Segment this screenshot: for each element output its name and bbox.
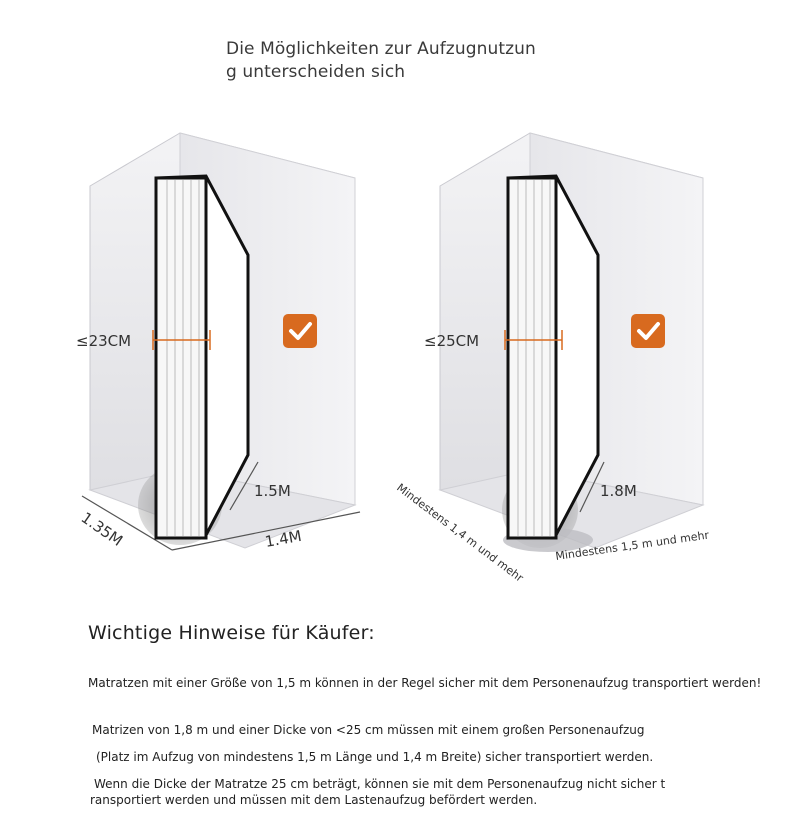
right-mattress xyxy=(506,174,600,540)
page-title: Die Möglichkeiten zur Aufzugnutzun g unt… xyxy=(226,38,546,84)
title-line-1: Die Möglichkeiten zur Aufzugnutzun xyxy=(226,39,536,59)
left-thickness-marker xyxy=(152,330,211,350)
left-depth-label: 1.35M xyxy=(78,509,126,550)
right-check-badge xyxy=(631,314,665,348)
note-line-4a: Wenn die Dicke der Matratze 25 cm beträg… xyxy=(94,777,666,791)
note-line-4b: ransportiert werden und müssen mit dem L… xyxy=(90,793,538,807)
left-mattress xyxy=(154,174,250,540)
right-thickness-label: ≤25CM xyxy=(424,332,479,350)
left-elevator: ≤23CM 1.5M 1.4M 1.35M xyxy=(76,132,361,551)
left-check-badge xyxy=(283,314,317,348)
note-line-3: (Platz im Aufzug von mindestens 1,5 m Lä… xyxy=(96,750,654,764)
notes-heading: Wichtige Hinweise für Käufer: xyxy=(88,622,375,644)
left-height-label: 1.5M xyxy=(254,482,291,500)
check-icon xyxy=(289,322,312,340)
left-thickness-label: ≤23CM xyxy=(76,332,131,350)
right-thickness-marker xyxy=(504,330,563,350)
elevator-comparison-diagram: ≤23CM 1.5M 1.4M 1.35M xyxy=(76,132,710,585)
note-line-1: Matratzen mit einer Größe von 1,5 m könn… xyxy=(88,676,762,690)
check-icon xyxy=(637,322,660,340)
note-line-2: Matrizen von 1,8 m und einer Dicke von <… xyxy=(92,723,645,737)
title-line-2: g unterscheiden sich xyxy=(226,62,406,82)
right-height-label: 1.8M xyxy=(600,482,637,500)
right-elevator: ≤25CM 1.8M Mindestens 1,4 m und mehr Min… xyxy=(394,132,710,585)
